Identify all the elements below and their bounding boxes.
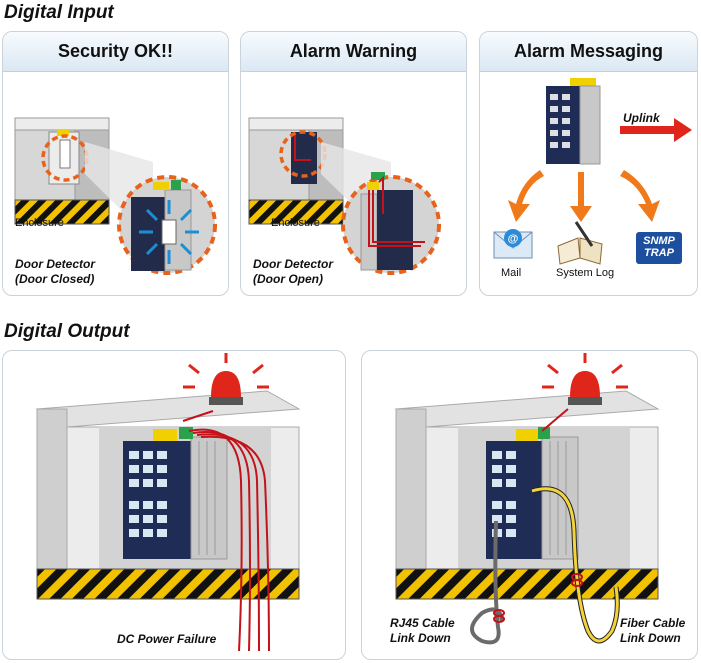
dc-power-failure-illustration (35, 353, 301, 652)
panel-alarm-warning: Alarm Warning Enclosure Door Detector (D… (240, 31, 467, 296)
digital-output-title: Digital Output (4, 321, 130, 342)
uplink-label: Uplink (623, 111, 660, 125)
panel-alarm-messaging: Alarm Messaging @ (479, 31, 698, 296)
alarm-beacon-icon (183, 353, 269, 405)
digital-input-title: Digital Input (4, 2, 114, 23)
dc-power-failure-label: DC Power Failure (117, 632, 217, 646)
rj45-label-line2: Link Down (390, 631, 451, 645)
panel-header: Alarm Messaging (480, 32, 697, 72)
panel-dc-power-failure: DC Power Failure (2, 350, 346, 660)
panel-header: Security OK!! (3, 32, 228, 72)
enclosure-label: Enclosure (271, 217, 320, 229)
rj45-label-line1: RJ45 Cable (390, 616, 455, 630)
panel-security-ok: Security OK!! (2, 31, 229, 296)
panel-link-down: RJ45 Cable Link Down Fiber Cable Link Do… (361, 350, 698, 660)
trap-label: TRAP (644, 247, 674, 259)
alarm-beacon-icon (542, 353, 628, 405)
alarm-messaging-illustration: @ (493, 78, 692, 265)
detector-label-line2: (Door Open) (253, 272, 323, 286)
security-ok-illustration (14, 117, 217, 275)
fiber-label-line1: Fiber Cable (620, 616, 686, 630)
snmp-label: SNMP (643, 235, 675, 247)
link-down-illustration (394, 353, 660, 645)
fiber-label-line2: Link Down (620, 631, 681, 645)
mail-icon: @ (493, 229, 533, 259)
system-log-icon (557, 221, 603, 265)
detector-label-line2: (Door Closed) (15, 272, 95, 286)
detector-label-line1: Door Detector (15, 257, 96, 271)
mail-label: Mail (501, 267, 522, 279)
detector-label-line1: Door Detector (253, 257, 334, 271)
svg-text:@: @ (508, 233, 519, 245)
enclosure-label: Enclosure (15, 217, 64, 229)
alarm-warning-illustration (248, 117, 441, 275)
panel-header: Alarm Warning (241, 32, 466, 72)
snmp-trap-badge: SNMP TRAP (636, 235, 682, 259)
system-log-label: System Log (556, 267, 615, 279)
